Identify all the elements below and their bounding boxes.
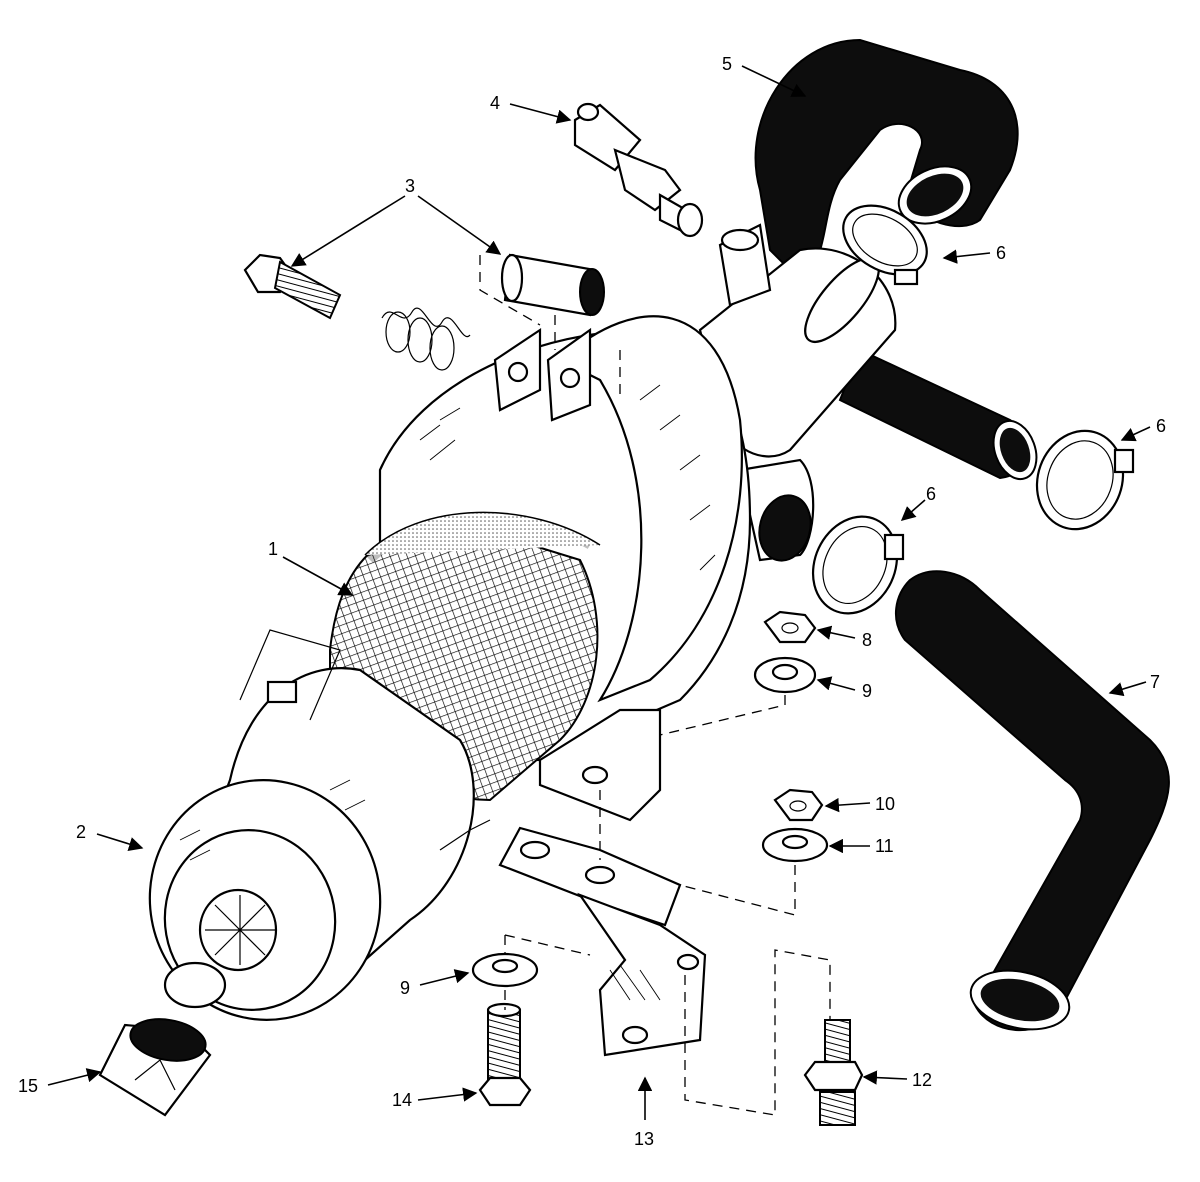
hose-clamp-upper: [842, 204, 928, 286]
leader-2: [96, 833, 144, 852]
leader-6b: [1120, 426, 1151, 442]
spacer-sleeve: [479, 253, 621, 395]
mounting-bracket: [498, 826, 707, 1057]
callout-9-upper: 9: [862, 681, 872, 701]
callout-9-lower: 9: [400, 978, 410, 998]
leader-9b: [419, 969, 470, 986]
leader-5: [741, 65, 807, 97]
side-outlet-hose: [838, 348, 1038, 481]
dust-valve: [98, 1018, 212, 1117]
leader-3a: [290, 195, 406, 267]
restriction-indicator: [573, 102, 704, 238]
leader-9a: [816, 676, 856, 691]
callout-11: 11: [875, 836, 894, 856]
lock-washer-9-lower: [471, 952, 539, 988]
leader-lines: [47, 65, 1151, 1120]
leader-6a: [942, 249, 991, 264]
leader-10: [824, 797, 871, 813]
hose-clamp-middle: [811, 515, 905, 615]
outlet-tube: [698, 223, 897, 562]
leader-6c: [900, 499, 926, 521]
end-cover: [148, 629, 491, 1021]
callout-3: 3: [405, 176, 415, 196]
callout-4: 4: [490, 93, 500, 113]
callout-5: 5: [722, 54, 732, 74]
hex-nut-10: [773, 788, 824, 822]
callout-8: 8: [862, 630, 872, 650]
leader-1: [282, 556, 354, 596]
upper-bent-hose: [754, 38, 1019, 282]
leader-8: [816, 625, 856, 640]
leader-14: [417, 1087, 478, 1102]
leader-4: [509, 103, 572, 124]
assembly-hidden-lines: [504, 695, 831, 1116]
callout-15: 15: [18, 1076, 38, 1096]
callout-10: 10: [875, 794, 895, 814]
callout-13: 13: [634, 1129, 654, 1149]
leader-3b: [417, 195, 502, 255]
callout-6-upper: 6: [996, 243, 1006, 263]
leader-12: [862, 1070, 908, 1085]
lower-elbow-hose: [894, 570, 1170, 1032]
flat-washer-11: [761, 827, 829, 863]
hose-clamp-right: [1035, 429, 1135, 531]
callout-labels: 1 2 3 4 5 6 6 6 7 8 9 9 10 11 12 13 14 1…: [18, 54, 1166, 1149]
stud-12: [803, 1019, 864, 1126]
hex-bolt-14: [478, 1002, 532, 1107]
callout-7: 7: [1150, 672, 1160, 692]
bolt-and-spring: [243, 253, 471, 371]
callout-14: 14: [392, 1090, 412, 1110]
callout-2: 2: [76, 822, 86, 842]
callout-6-right: 6: [1156, 416, 1166, 436]
hex-nut-8: [763, 610, 817, 644]
callout-12: 12: [912, 1070, 932, 1090]
callout-1: 1: [268, 539, 278, 559]
cover-wing-nut: [205, 895, 275, 965]
leader-15: [47, 1068, 102, 1086]
callout-6-middle: 6: [926, 484, 936, 504]
leader-7: [1108, 681, 1147, 697]
lock-washer-9-upper: [753, 656, 817, 694]
